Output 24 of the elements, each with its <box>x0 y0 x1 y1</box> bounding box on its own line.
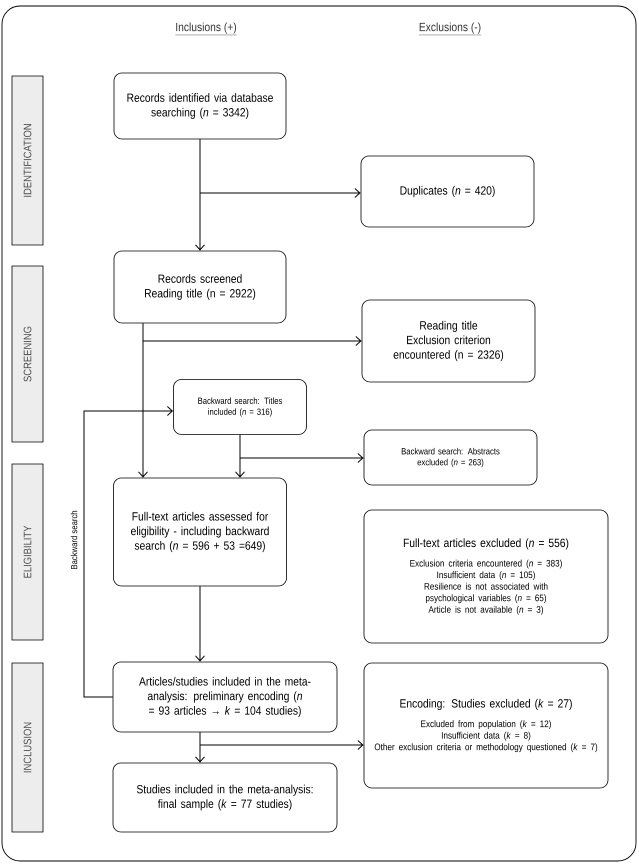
process-box: Duplicates (n = 420) <box>360 156 534 228</box>
arrow <box>84 406 174 698</box>
edge-label: Backward search <box>70 510 78 569</box>
phase-band: IDENTIFICATION <box>12 76 44 246</box>
phase-band: INCLUSION <box>12 662 44 832</box>
exclusion-box: Full-text articles excluded (n = 556) Exclusion criteria encountered (n = 383) Insufficient data (n = 105) Resilience is not associated with psychological variables (n = 65) Article is not available (n = 3) <box>364 510 608 644</box>
process-box: Records identified via database searching (n = 3342) <box>114 72 286 140</box>
arrow <box>200 138 361 198</box>
process-box: Records screened Reading title (n = 2922) <box>114 250 286 324</box>
process-box: Full-text articles assessed for eligibility - including backward search (n = 596 + 53 =649) <box>113 478 287 586</box>
column-heading: Inclusions (+) <box>175 22 237 36</box>
column-heading: Exclusions (-) <box>418 22 482 36</box>
process-box: Studies included in the meta-analysis: final sample (k = 77 studies) <box>112 762 338 832</box>
arrow <box>200 732 364 750</box>
arrow <box>195 586 205 662</box>
exclusion-box: Encoding: Studies excluded (k = 27) Excluded from population (k = 12) Insufficient data (k = 8) Other exclusion criteria or methodology questioned (k = 7) <box>364 662 608 788</box>
arrow <box>138 322 148 478</box>
process-box: Articles/studies included in the meta-analysis: preliminary encoding (n = 93 articles → k = 104 studies) <box>112 662 338 732</box>
process-box: Backward search: Titles included (n = 316) <box>173 379 307 435</box>
arrow <box>240 434 364 463</box>
process-box: Backward search: Abstracts excluded (n = 263) <box>364 430 538 486</box>
phase-band: ELIGIBILITY <box>12 464 44 640</box>
process-box: Reading title Exclusion criterion encountered (n = 2326) <box>362 300 536 382</box>
phase-band: SCREENING <box>12 266 44 442</box>
